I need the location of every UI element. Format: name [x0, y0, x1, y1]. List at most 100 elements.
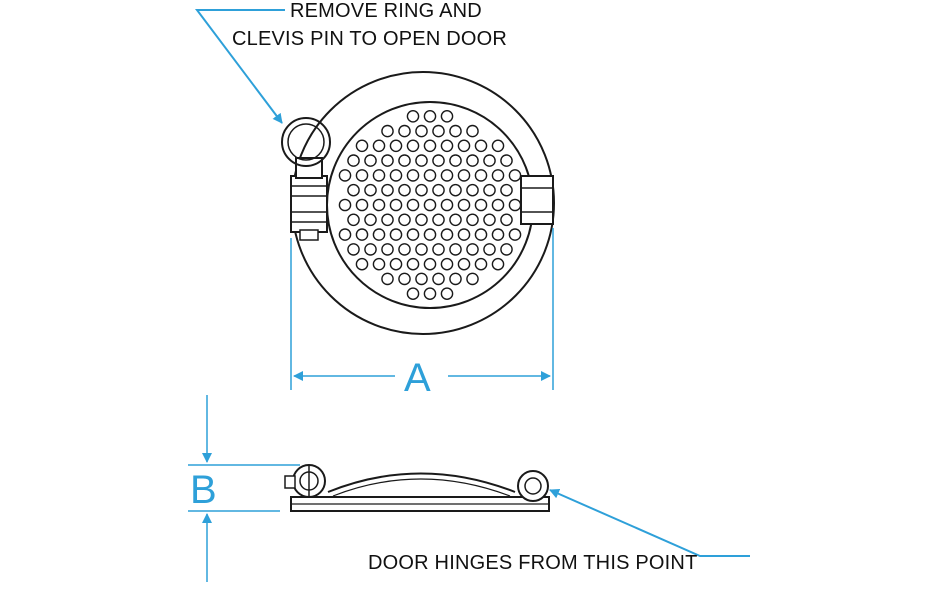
perforation-hole — [474, 257, 488, 271]
perforation-hole — [466, 213, 479, 227]
perforation-hole — [347, 213, 360, 227]
perforation-holes — [338, 110, 522, 301]
pull-ring — [281, 117, 331, 167]
top-view — [281, 71, 555, 335]
perforation-hole — [406, 287, 420, 301]
perforation-hole — [355, 139, 369, 153]
perforation-hole — [432, 183, 445, 197]
dimension-a-label: A — [404, 356, 431, 400]
perforation-hole — [440, 169, 454, 182]
perforation-hole — [457, 169, 471, 182]
perforation-hole — [491, 169, 505, 182]
perforation-hole — [440, 287, 454, 301]
perforation-hole — [364, 183, 377, 197]
perforation-hole — [372, 228, 386, 241]
left-knuckle — [284, 464, 326, 498]
perforation-hole — [423, 169, 437, 182]
perforation-hole — [389, 228, 403, 241]
hinge-leader — [549, 489, 750, 557]
perforation-hole — [389, 198, 403, 212]
perforation-hole — [508, 198, 522, 212]
perforation-hole — [406, 169, 420, 182]
perforation-hole — [338, 198, 352, 212]
perforation-hole — [338, 228, 352, 241]
perforation-hole — [483, 154, 496, 167]
perforation-hole — [483, 213, 496, 227]
perforation-hole — [415, 124, 428, 138]
perforation-hole — [398, 213, 411, 227]
perforation-hole — [440, 110, 454, 123]
perforation-hole — [466, 183, 479, 197]
perforation-hole — [449, 272, 462, 286]
perforation-hole — [415, 272, 428, 286]
perforation-hole — [449, 243, 462, 256]
perforation-hole — [381, 272, 394, 286]
perforation-hole — [483, 243, 496, 256]
perforation-hole — [432, 124, 445, 138]
perforation-hole — [491, 257, 505, 271]
perforation-hole — [474, 228, 488, 241]
perforation-hole — [423, 257, 437, 271]
perforation-hole — [491, 139, 505, 153]
perforation-hole — [415, 213, 428, 227]
perforation-hole — [364, 154, 377, 167]
perforation-hole — [347, 183, 360, 197]
perforation-hole — [415, 243, 428, 256]
right-knuckle — [517, 470, 549, 502]
perforation-hole — [457, 257, 471, 271]
outer-ring — [291, 71, 555, 335]
perforation-hole — [372, 198, 386, 212]
perforation-hole — [457, 228, 471, 241]
perforation-hole — [398, 272, 411, 286]
perforation-hole — [432, 213, 445, 227]
perforation-hole — [389, 257, 403, 271]
perforation-hole — [449, 183, 462, 197]
perforation-hole — [415, 154, 428, 167]
perforation-hole — [440, 228, 454, 241]
perforation-hole — [381, 183, 394, 197]
perforation-hole — [432, 243, 445, 256]
side-view — [284, 464, 550, 512]
perforation-hole — [381, 124, 394, 138]
perforation-hole — [398, 183, 411, 197]
perforation-hole — [338, 169, 352, 182]
perforation-hole — [500, 213, 513, 227]
perforation-hole — [457, 198, 471, 212]
perforation-hole — [381, 213, 394, 227]
perforation-hole — [347, 243, 360, 256]
perforation-hole — [432, 154, 445, 167]
perforation-hole — [364, 213, 377, 227]
perforation-hole — [406, 110, 420, 123]
perforation-hole — [449, 124, 462, 138]
perforation-hole — [389, 169, 403, 182]
perforation-hole — [389, 139, 403, 153]
domed-door — [327, 472, 516, 493]
remove-ring-note-line1: REMOVE RING AND — [290, 0, 482, 22]
perforation-hole — [355, 169, 369, 182]
perforation-hole — [398, 154, 411, 167]
perforation-hole — [406, 139, 420, 153]
perforation-hole — [406, 198, 420, 212]
door-disc — [326, 101, 534, 309]
remove-ring-leader — [194, 9, 285, 124]
perforation-hole — [372, 257, 386, 271]
perforation-hole — [491, 198, 505, 212]
perforation-hole — [474, 169, 488, 182]
perforation-hole — [415, 183, 428, 197]
perforation-hole — [423, 139, 437, 153]
perforation-hole — [440, 257, 454, 271]
perforation-hole — [508, 228, 522, 241]
remove-ring-note-line2: CLEVIS PIN TO OPEN DOOR — [232, 28, 508, 50]
perforation-hole — [449, 213, 462, 227]
perforation-hole — [491, 228, 505, 241]
perforation-hole — [398, 243, 411, 256]
dimension-b — [188, 395, 300, 582]
perforation-hole — [500, 154, 513, 167]
perforation-hole — [423, 228, 437, 241]
perforation-hole — [355, 228, 369, 241]
perforation-hole — [355, 257, 369, 271]
perforation-hole — [347, 154, 360, 167]
perforation-hole — [381, 243, 394, 256]
perforation-hole — [406, 228, 420, 241]
perforation-hole — [398, 124, 411, 138]
